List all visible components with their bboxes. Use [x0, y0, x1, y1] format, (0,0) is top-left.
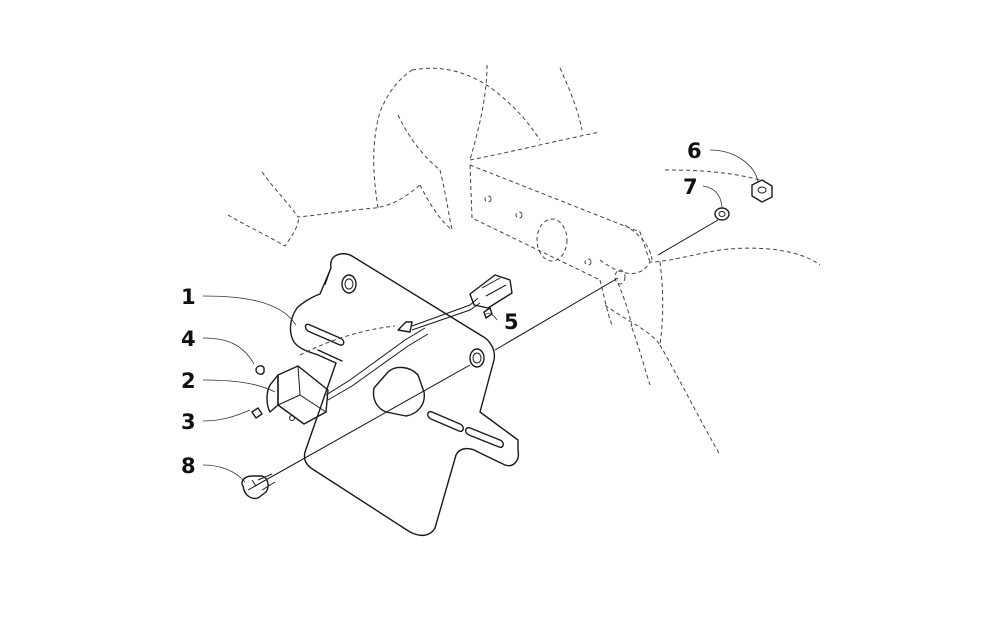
vehicle-mounting-bracket: [469, 164, 651, 326]
callout-5-label: 5: [504, 310, 519, 334]
callout-3-label: 3: [181, 410, 196, 434]
callout-leaders: [202, 149, 759, 483]
callout-1-label: 1: [181, 285, 196, 309]
license-light-assembly: [251, 274, 513, 425]
callout-4-label: 4: [181, 327, 196, 351]
washer-and-nut: [714, 179, 773, 221]
callout-7-label: 7: [683, 175, 698, 199]
assembly-centerline: [247, 219, 719, 491]
vehicle-body-phantom: [227, 64, 821, 456]
mounting-bolt: [241, 473, 276, 500]
callout-6-label: 6: [687, 139, 702, 163]
license-plate-bracket: [289, 253, 520, 537]
callout-2-label: 2: [181, 369, 196, 393]
callout-labels: 1 2 3 4 5 6 7 8: [181, 139, 702, 478]
callout-8-label: 8: [181, 454, 196, 478]
